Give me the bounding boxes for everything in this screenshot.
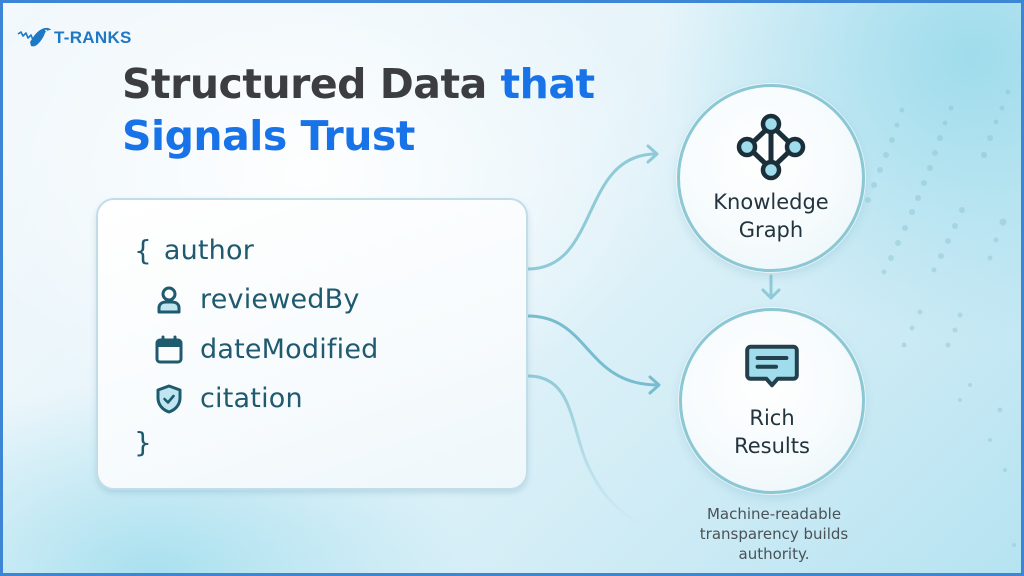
connector-to-rich-results [526, 314, 660, 387]
title-accent-part: that [500, 60, 596, 108]
shield-check-icon [156, 384, 182, 413]
page-title: Structured Data that Signals Trust [122, 58, 595, 162]
dragon-logo-icon [17, 27, 51, 47]
code-line-close: } [134, 426, 164, 459]
knowledge-graph-label-2: Graph [738, 218, 804, 242]
property-citation: citation [200, 383, 303, 414]
caption-line-1: Machine-readable [706, 505, 842, 523]
close-brace: } [134, 426, 152, 459]
structured-data-card: { author reviewedBy dateModified citatio… [96, 198, 528, 490]
code-line-author: { author [134, 234, 254, 267]
property-datemodified: dateModified [200, 334, 379, 365]
rich-results-label-2: Results [734, 434, 810, 458]
connector-fading [526, 374, 642, 527]
graph-network-icon [736, 113, 806, 181]
caption-line-2: transparency builds [699, 525, 849, 543]
code-line-citation: citation [154, 383, 303, 414]
open-brace: { [134, 234, 152, 267]
code-line-reviewedby: reviewedBy [154, 284, 360, 315]
title-dark-part: Structured Data [122, 60, 501, 108]
rich-results-label-1: Rich [749, 406, 795, 430]
title-line-2: Signals Trust [122, 112, 415, 160]
property-reviewedby: reviewedBy [200, 284, 360, 315]
brand-name: T-RANKS [54, 28, 132, 47]
knowledge-graph-node: Knowledge Graph [677, 84, 865, 272]
code-line-datemodified: dateModified [154, 334, 379, 365]
calendar-icon [155, 335, 183, 363]
caption-text: Machine-readable transparency builds aut… [668, 504, 880, 564]
user-icon [157, 286, 181, 313]
property-author: author [163, 235, 255, 266]
message-card-icon [745, 344, 799, 388]
connector-to-knowledge-graph [526, 152, 657, 271]
caption-line-3: authority. [738, 545, 810, 563]
knowledge-graph-label-1: Knowledge [713, 190, 829, 214]
rich-results-node: Rich Results [679, 308, 865, 494]
brand-logo[interactable]: T-RANKS [16, 26, 132, 50]
